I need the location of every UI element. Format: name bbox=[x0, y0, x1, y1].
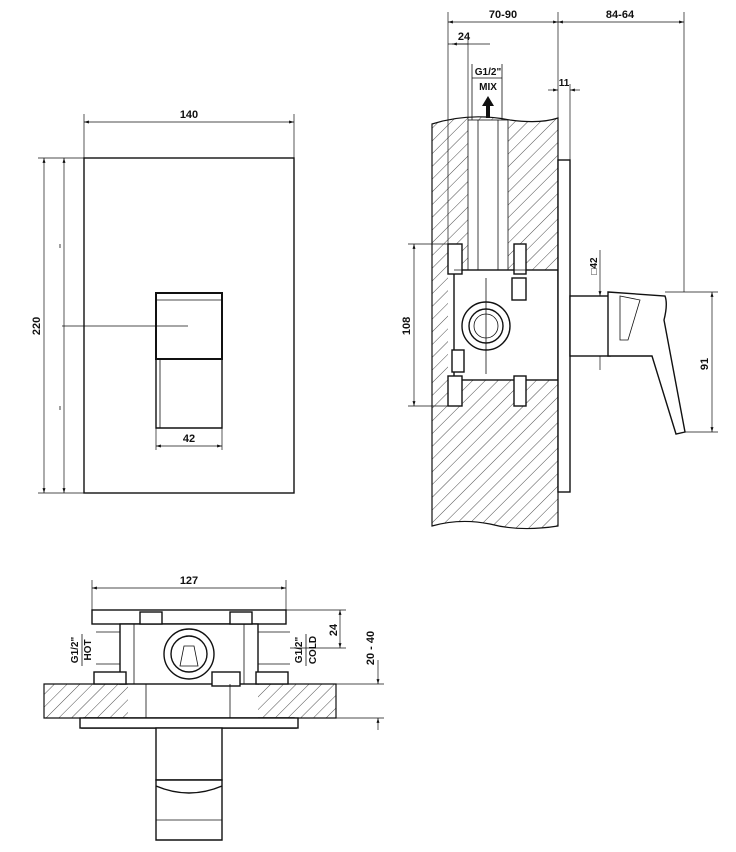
side-view: 70-90 84-64 24 G1/2" MIX 11 108 □42 91 bbox=[401, 9, 718, 530]
handle-width-dimension: 42 bbox=[183, 433, 195, 445]
stem-size-dimension: □42 bbox=[589, 257, 600, 275]
top-body-flange bbox=[91, 609, 287, 625]
body-height-dimension: 108 bbox=[401, 317, 413, 335]
side-cover-plate bbox=[557, 159, 571, 493]
cold-thread-label: G1/2" bbox=[294, 637, 305, 664]
front-view: 140 220 42 bbox=[31, 109, 295, 494]
cover-plate bbox=[83, 157, 295, 494]
cold-label: COLD bbox=[308, 636, 319, 664]
wall-thickness-dimension: 20 - 40 bbox=[365, 631, 377, 665]
lever-height-dimension: 91 bbox=[699, 358, 711, 370]
outlet-arrow-icon bbox=[482, 96, 494, 118]
depth-total-dimension: 70-90 bbox=[489, 9, 517, 21]
depth-outer-dimension: 84-64 bbox=[606, 9, 635, 21]
side-lever bbox=[607, 291, 686, 435]
front-width-dimension: 140 bbox=[180, 109, 198, 121]
inlet-offset-dimension: 24 bbox=[458, 31, 471, 43]
hot-label: HOT bbox=[83, 639, 94, 660]
outlet-thread-label: G1/2" bbox=[475, 67, 502, 78]
front-height-dimension: 220 bbox=[31, 317, 43, 335]
top-view: 127 G1/2" HOT G1/2" COLD 24 20 - 40 bbox=[43, 575, 384, 841]
hot-thread-label: G1/2" bbox=[70, 637, 81, 664]
top-handle-stem bbox=[155, 727, 223, 781]
top-width-dimension: 127 bbox=[180, 575, 198, 587]
plate-thickness-dimension: 11 bbox=[559, 78, 570, 89]
handle-lever bbox=[155, 359, 223, 429]
top-offset-dimension: 24 bbox=[328, 623, 340, 636]
outlet-mix-label: MIX bbox=[479, 82, 497, 93]
